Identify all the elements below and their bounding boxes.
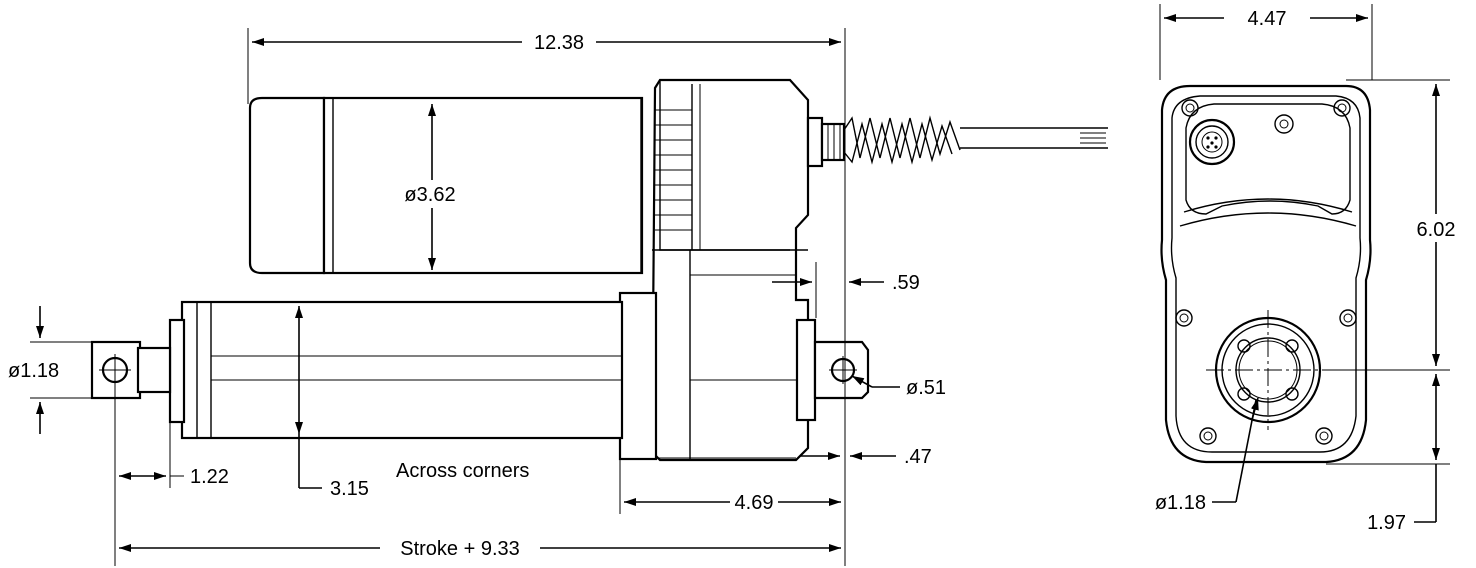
dimension-offset-top: .59 (772, 262, 920, 318)
motor-diameter-label: ø3.62 (404, 184, 455, 206)
rod-end (90, 340, 172, 400)
end-view-height-label: 6.02 (1417, 219, 1456, 241)
rod-end-diameter-label: ø1.18 (8, 360, 59, 382)
extension-tube (168, 300, 624, 440)
dimension-motor-diameter: ø3.62 (386, 104, 466, 270)
dimension-rod-end-length: 1.22 (114, 380, 229, 566)
across-corners-value: 3.15 (330, 478, 369, 500)
cable-gland (806, 115, 1108, 168)
dimension-clevis-offset: .47 (800, 446, 932, 468)
gearbox-length-label: 4.69 (735, 492, 774, 514)
dimension-end-view-bore: ø1.18 (1155, 397, 1259, 514)
end-view-width-label: 4.47 (1248, 8, 1287, 30)
end-view-screws (1175, 99, 1357, 445)
motor-housing (248, 96, 644, 275)
overall-length-label: 12.38 (534, 32, 584, 54)
gearbox-ribs (655, 109, 692, 231)
side-view: 12.38 ø3.62 .59 ø1.18 ø.51 (8, 28, 1108, 566)
end-view: 4.47 6.02 1.97 ø1.18 (1155, 4, 1464, 534)
dimension-overall-length: 12.38 (247, 28, 846, 420)
end-view-lower-height-label: 1.97 (1367, 512, 1406, 534)
retracted-length-label: Stroke + 9.33 (400, 538, 520, 560)
dimension-retracted-length: Stroke + 9.33 (119, 420, 846, 566)
offset-top-label: .59 (892, 272, 920, 294)
across-corners-label: Across corners (396, 460, 529, 482)
front-clevis-hole-label: ø.51 (906, 377, 946, 399)
rod-end-length-label: 1.22 (190, 466, 229, 488)
gearbox-housing (618, 78, 810, 462)
dimension-end-view-lower-height: 1.97 (1326, 374, 1450, 534)
dimension-front-clevis-hole: ø.51 (851, 375, 946, 399)
clevis-offset-label: .47 (904, 446, 932, 468)
connector-icon (1188, 118, 1236, 166)
end-view-bore-label: ø1.18 (1155, 492, 1206, 514)
dimension-end-view-width: 4.47 (1159, 4, 1373, 80)
dimension-rod-end-diameter: ø1.18 (8, 306, 92, 434)
dimension-end-view-height: 6.02 (1330, 79, 1464, 371)
front-clevis (795, 318, 870, 422)
end-view-bore (1206, 310, 1330, 430)
dimension-gearbox-length: 4.69 (619, 460, 841, 514)
dimension-across-corners: 3.15 Across corners (295, 306, 529, 500)
